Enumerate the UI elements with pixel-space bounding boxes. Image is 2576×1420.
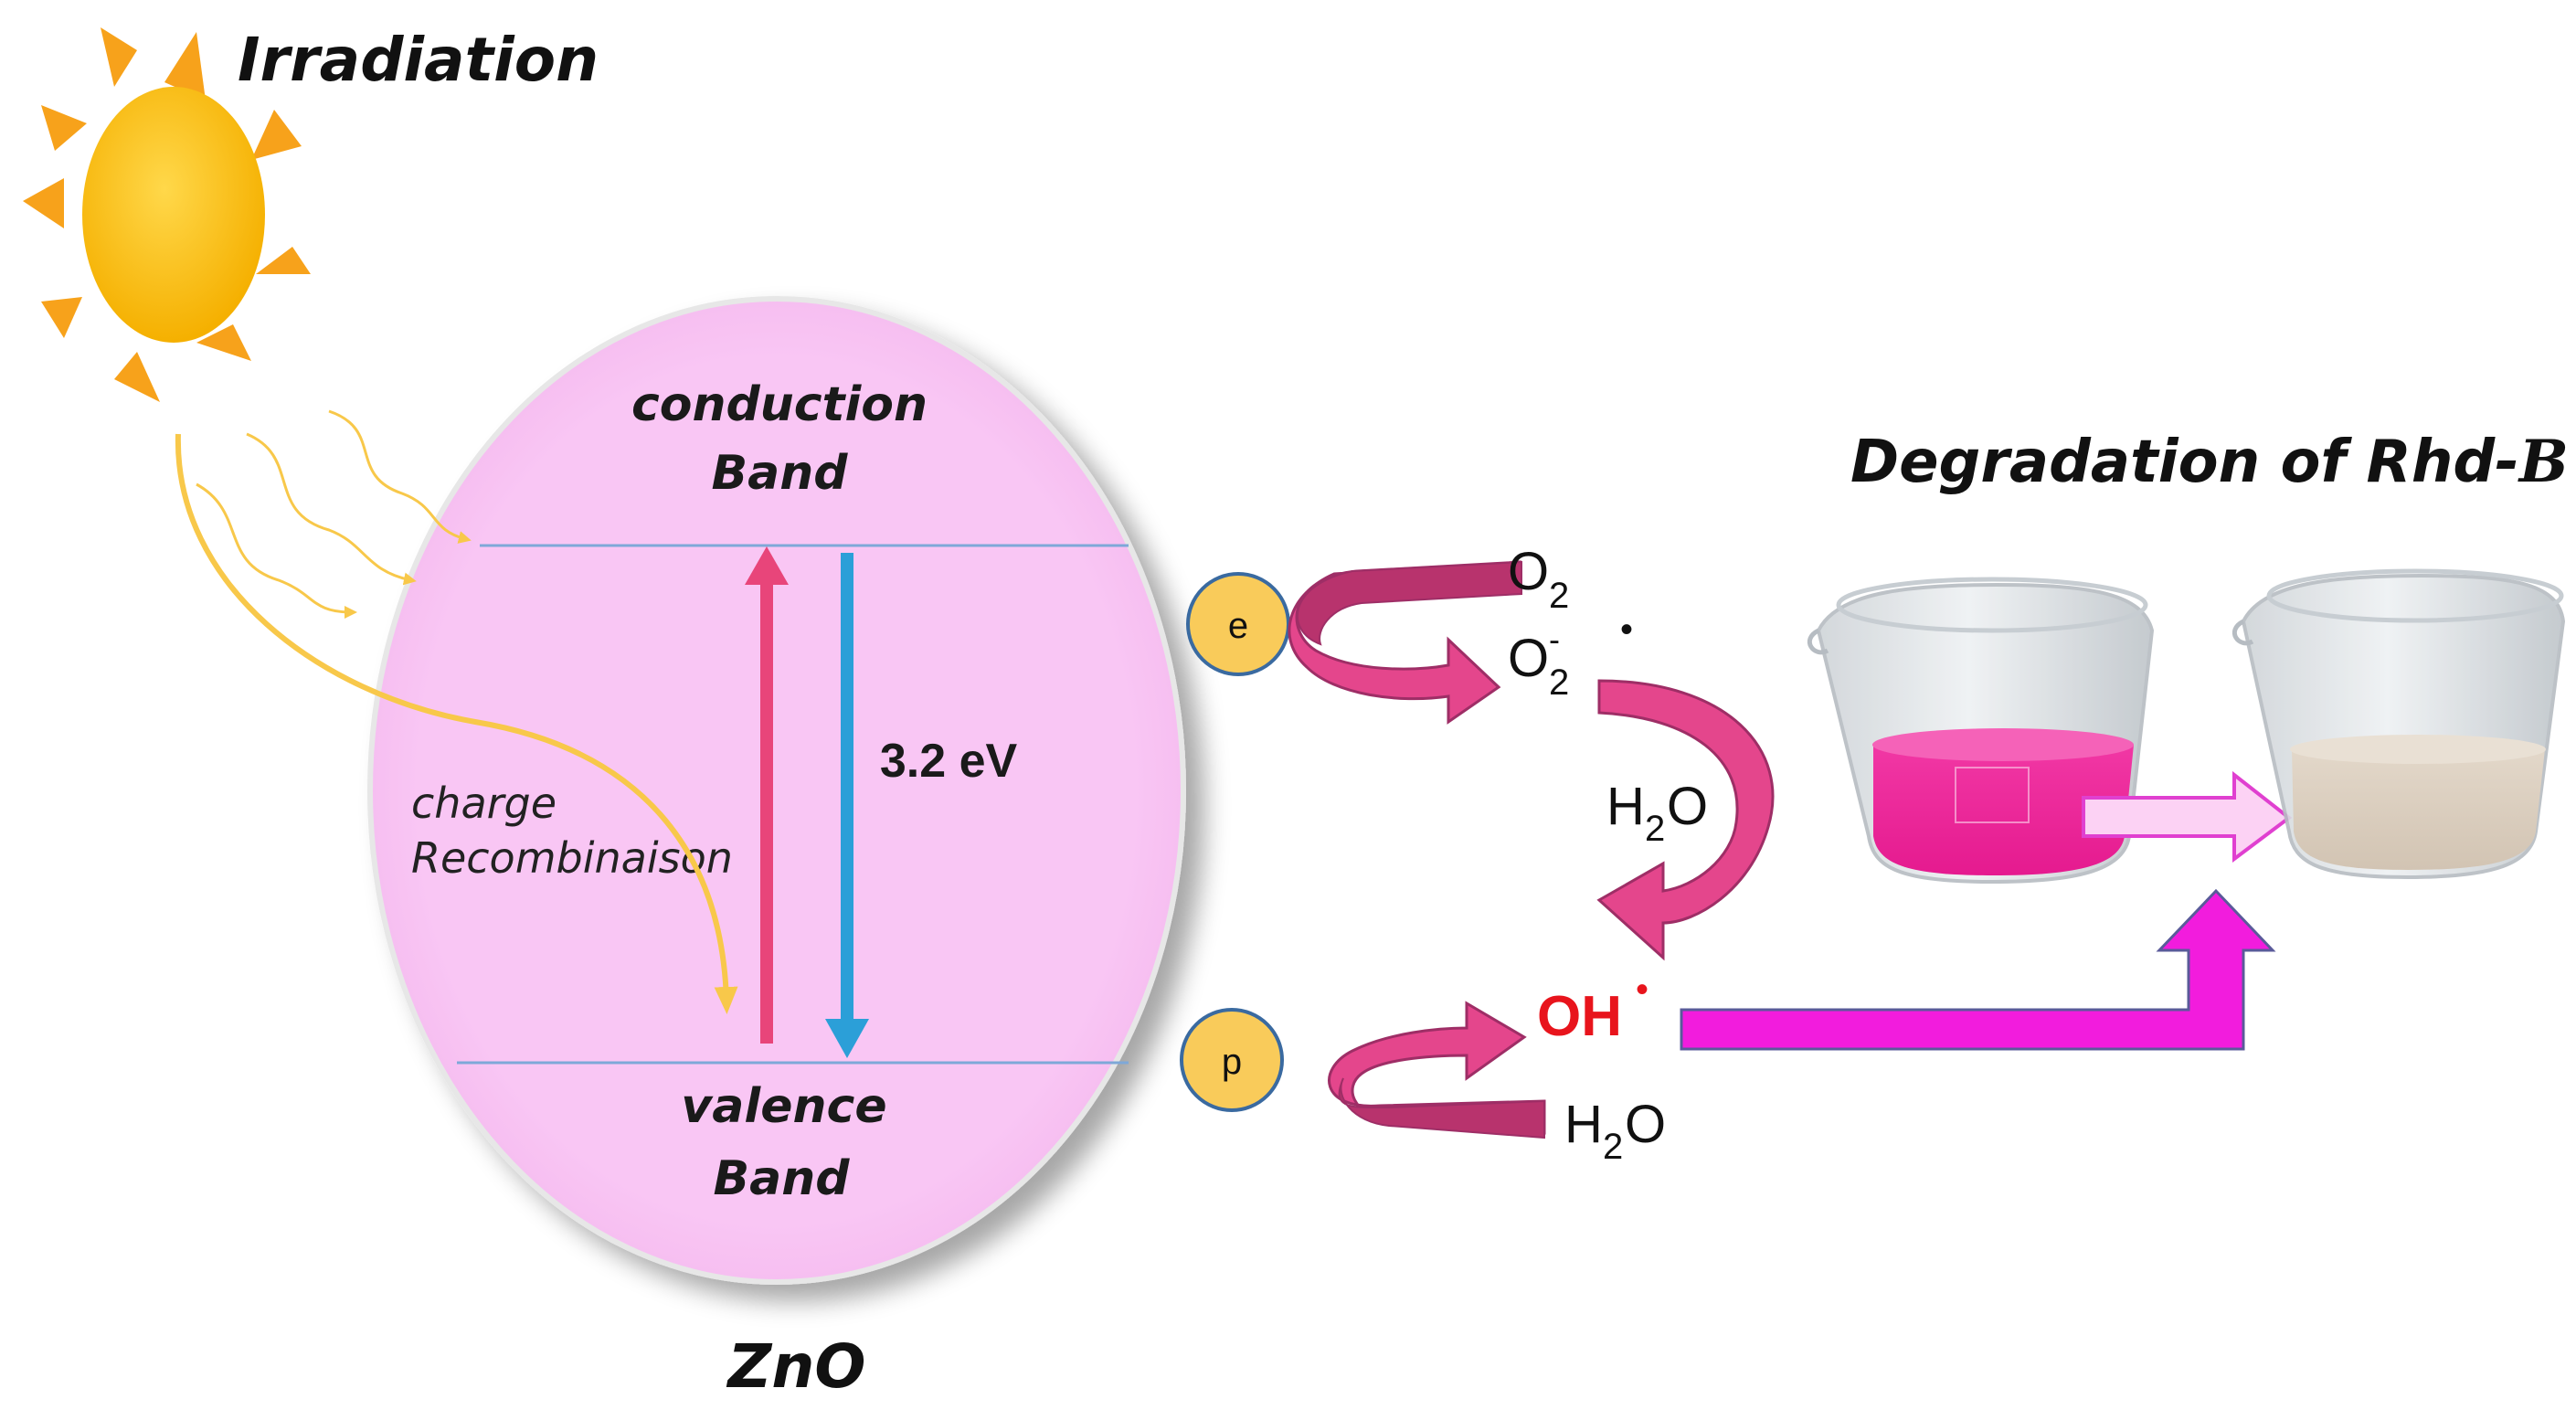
valence-band-label-2: Band [714,1151,851,1206]
conduction-band-label: conduction [631,377,928,432]
conduction-band-label-2: Band [712,446,849,501]
material-label: ZnO [726,1331,866,1402]
recombination-label-2: Recombinaison [411,833,733,883]
beaker-before [1807,577,2155,885]
svg-text:OH: OH [1537,985,1622,1048]
svg-text:-: - [1549,620,1560,658]
svg-text:H: H [1606,777,1645,836]
svg-text:e: e [1228,606,1248,646]
excitation-arrow-up [745,546,789,1044]
svg-text:O: O [1667,777,1708,836]
oxidation-curved-arrow [1328,1001,1546,1139]
svg-text:O: O [1508,542,1549,601]
svg-text:•: • [1636,970,1648,1010]
superoxide-label: O 2 - • [1508,609,1633,703]
hole-carrier: p [1180,1008,1284,1112]
electron-carrier: e [1186,572,1290,676]
water-label-middle: H 2 O [1606,777,1708,849]
svg-text:2: 2 [1549,662,1569,703]
beaker-after [2231,568,2566,880]
transformation-arrow [2082,770,2293,863]
sun-icon [23,27,311,402]
light-rays [196,409,472,619]
svg-text:•: • [1620,609,1633,650]
oxygen-label: O 2 [1508,542,1569,616]
bandgap-arrow-down [825,553,869,1058]
svg-text:2: 2 [1549,576,1569,616]
svg-text:O: O [1625,1095,1666,1154]
reduction-curved-arrow [1288,560,1522,725]
svg-text:2: 2 [1603,1127,1623,1167]
irradiation-title: Irradiation [238,25,599,95]
degradation-title: Degradation of Rhd-B [1850,428,2569,496]
recombination-label: charge [411,779,557,828]
water-label-bottom: H 2 O [1564,1095,1666,1167]
svg-text:2: 2 [1645,809,1665,849]
band-gap-value: 3.2 eV [880,735,1018,788]
svg-text:O: O [1508,629,1549,688]
valence-band-label: valence [681,1079,886,1134]
svg-text:H: H [1564,1095,1603,1154]
svg-text:p: p [1222,1042,1242,1082]
superoxide-to-hydroxyl-arrow [1596,679,1775,961]
radical-to-degradation-arrow [1680,888,2276,1051]
recombination-path [175,433,738,1014]
hydroxyl-radical-label: OH • [1537,970,1648,1048]
